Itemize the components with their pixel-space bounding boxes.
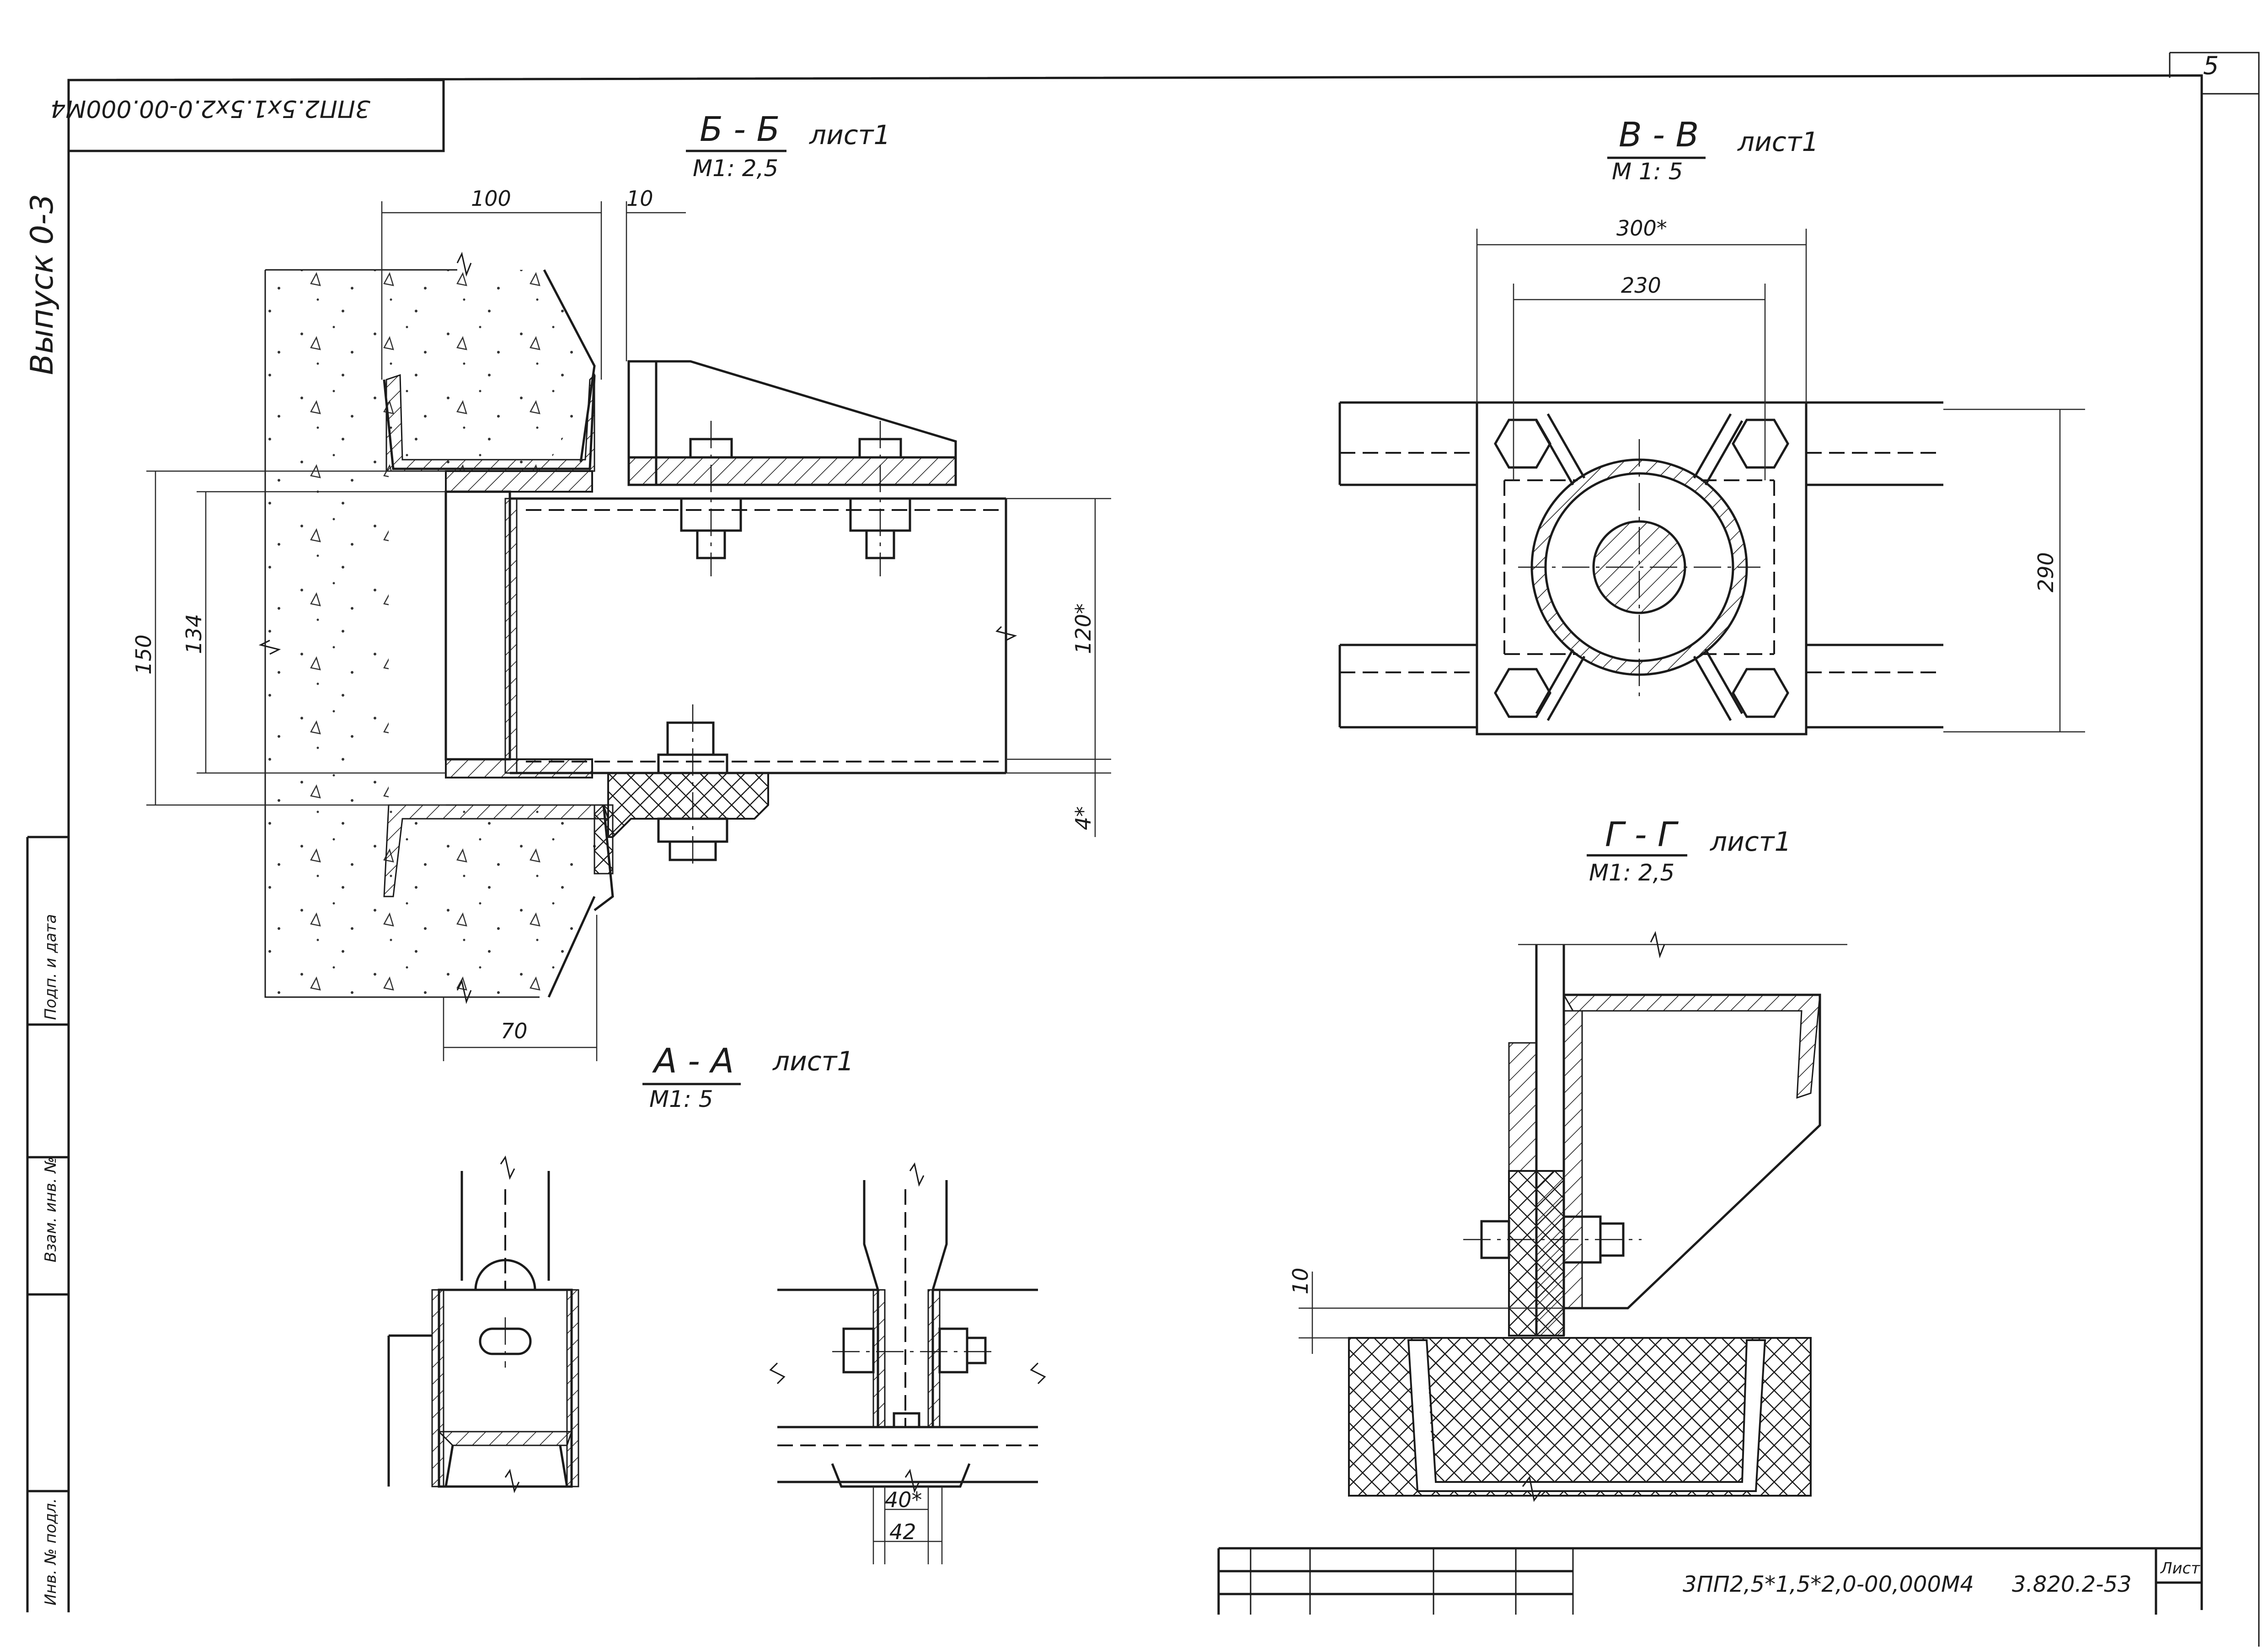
title-block-sheet-label: Лист bbox=[2160, 1559, 2200, 1578]
section-aa-left-drawing bbox=[387, 1155, 579, 1493]
section-aa-scale: М1: 5 bbox=[649, 1086, 713, 1112]
section-gg-title: Г - Г bbox=[1605, 815, 1679, 854]
sheet-number-top: 5 bbox=[2203, 51, 2219, 80]
bolt-top-right bbox=[849, 421, 911, 576]
section-aa-title: А - А bbox=[652, 1041, 734, 1081]
dim-bb-70: 70 bbox=[501, 1019, 528, 1043]
dim-bb-4: 4* bbox=[1071, 806, 1096, 830]
section-vv-drawing bbox=[1338, 401, 1943, 735]
dim-bb-150: 150 bbox=[131, 634, 156, 675]
dim-bb-10: 10 bbox=[626, 186, 653, 211]
section-bb-scale: М1: 2,5 bbox=[693, 155, 778, 182]
section-aa-dimensions: 40* 42 bbox=[872, 1487, 943, 1564]
section-vv-sheet: лист1 bbox=[1737, 126, 1819, 157]
section-aa-right-drawing bbox=[769, 1162, 1046, 1493]
dim-bb-134: 134 bbox=[182, 614, 206, 654]
section-aa-heading: А - А М1: 5 лист1 bbox=[642, 1041, 854, 1112]
dim-vv-300: 300* bbox=[1616, 216, 1667, 241]
section-gg-sheet: лист1 bbox=[1710, 826, 1791, 857]
dim-aa-40: 40* bbox=[885, 1487, 922, 1512]
section-vv-dimensions: 300* 230 290 bbox=[1476, 216, 2085, 733]
dim-vv-290: 290 bbox=[2033, 552, 2058, 592]
title-block bbox=[1217, 1547, 2202, 1615]
dim-gg-10: 10 bbox=[1288, 1267, 1313, 1294]
issue-label: Выпуск 0-3 bbox=[24, 194, 60, 375]
section-bb-heading: Б - Б М1: 2,5 лист1 bbox=[686, 110, 890, 182]
section-gg-heading: Г - Г М1: 2,5 лист1 bbox=[1587, 815, 1791, 886]
section-vv-scale: М 1: 5 bbox=[1612, 158, 1683, 185]
section-bb-drawing bbox=[258, 252, 1017, 1004]
left-strip-label-c: Инв. № подл. bbox=[42, 1498, 60, 1605]
section-aa-sheet: лист1 bbox=[772, 1046, 854, 1077]
dim-bb-120: 120* bbox=[1071, 603, 1096, 654]
dim-vv-230: 230 bbox=[1621, 273, 1661, 298]
section-bb-sheet: лист1 bbox=[809, 119, 890, 150]
left-strip-label-b: Подп. и дата bbox=[42, 914, 60, 1020]
left-strip-labels: Взам. инв. № Подп. и дата Инв. № подл. bbox=[42, 914, 60, 1605]
title-block-series: 3.820.2-53 bbox=[2012, 1572, 2132, 1597]
left-strip-label-a: Взам. инв. № bbox=[42, 1157, 60, 1262]
section-vv-heading: В - В М 1: 5 лист1 bbox=[1607, 115, 1819, 185]
doc-code-rotated: 3ПП2.5х1.5х2.0-00.000М4 bbox=[50, 95, 370, 122]
title-block-designation: 3ПП2,5*1,5*2,0-00,000М4 bbox=[1683, 1572, 1974, 1597]
section-bb-title: Б - Б bbox=[700, 110, 780, 149]
dim-aa-42: 42 bbox=[889, 1519, 916, 1544]
section-gg-dimensions: 10 bbox=[1288, 1267, 1564, 1354]
section-gg-scale: М1: 2,5 bbox=[1589, 859, 1674, 886]
bolt-top-left bbox=[680, 421, 742, 576]
section-gg-drawing bbox=[1348, 931, 1847, 1502]
sheet-frame bbox=[26, 52, 2260, 1647]
section-vv-title: В - В bbox=[1619, 115, 1699, 155]
dim-bb-100: 100 bbox=[471, 186, 511, 211]
section-bb-dimensions: 100 10 150 134 120* 4* 70 bbox=[131, 186, 1111, 1061]
